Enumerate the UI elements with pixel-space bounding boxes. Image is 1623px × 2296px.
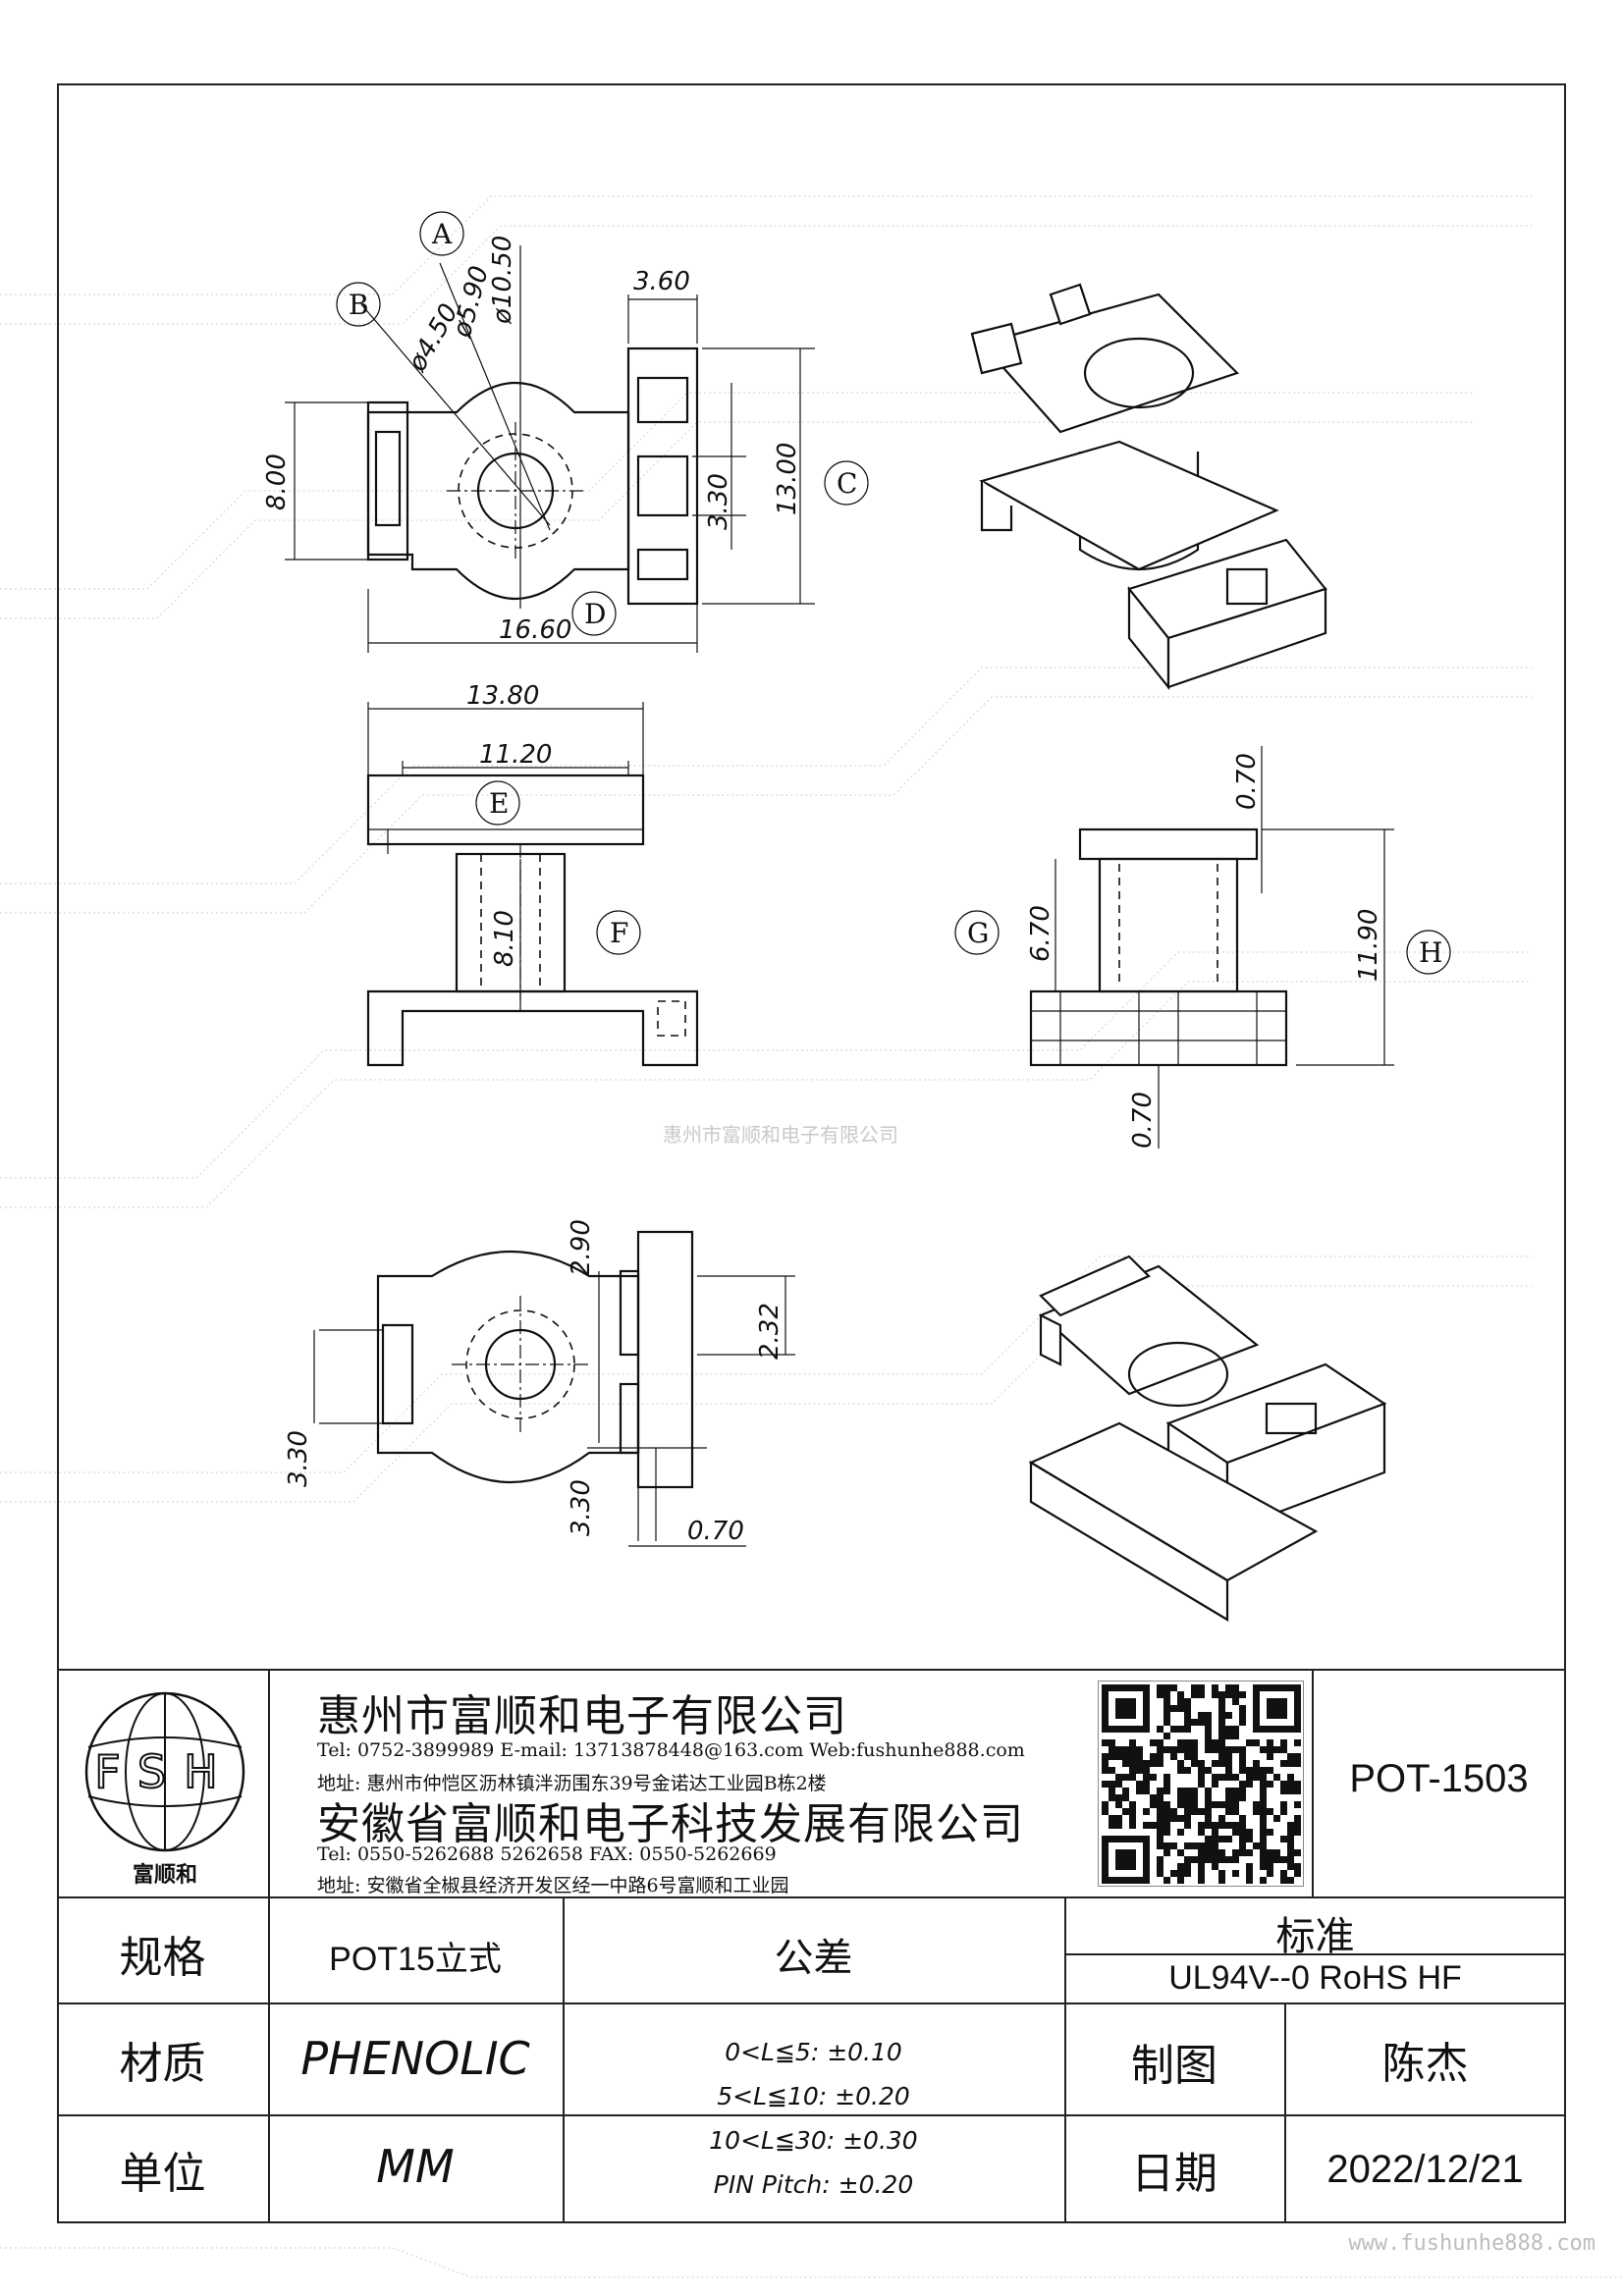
company-address-anhui: 地址: 安徽省全椒县经济开发区经一中路6号富顺和工业园 xyxy=(317,1875,789,1896)
tolerance-row: 10<L≦30: ±0.30 xyxy=(709,2126,918,2155)
svg-text:G: G xyxy=(967,917,989,949)
company-address-huizhou: 地址: 惠州市仲恺区沥林镇泮沥围东39号金诺达工业园B栋2楼 xyxy=(317,1773,827,1794)
tolerance-row: 0<L≦5: ±0.10 xyxy=(725,2038,902,2066)
dim-t070b: 0.70 xyxy=(1128,1092,1158,1148)
callout-a: A xyxy=(419,211,464,256)
dim-w1660: 16.60 xyxy=(499,615,571,645)
tolerance-row: 5<L≦10: ±0.20 xyxy=(717,2082,910,2110)
company-watermark: 惠州市富顺和电子有限公司 xyxy=(663,1123,898,1147)
date-value: 2022/12/21 xyxy=(1326,2148,1524,2191)
tolerance-list: 0<L≦5: ±0.10 5<L≦10: ±0.20 10<L≦30: ±0.3… xyxy=(563,2030,1064,2207)
callout-c: C xyxy=(824,460,869,506)
qr-code xyxy=(1098,1681,1304,1887)
dim-w1120: 11.20 xyxy=(479,740,552,770)
dim-h1190: 11.90 xyxy=(1354,909,1383,982)
top-view xyxy=(285,245,815,653)
tolerance-row: PIN Pitch: ±0.20 xyxy=(713,2170,914,2199)
dim-d450: ø4.50 xyxy=(403,299,464,378)
website-footer: www.fushunhe888.com xyxy=(1348,2231,1596,2256)
spec-value: POT15立式 xyxy=(329,1941,502,1978)
dim-h330a: 3.30 xyxy=(704,473,733,530)
drawn-by-label: 制图 xyxy=(1131,2041,1217,2091)
svg-text:E: E xyxy=(489,787,509,820)
company-name-anhui: 安徽省富顺和电子科技发展有限公司 xyxy=(317,1799,1024,1849)
spec-label: 规格 xyxy=(119,1933,206,1983)
callout-e: E xyxy=(475,780,520,826)
bottom-view xyxy=(313,1230,795,1547)
dim-h290: 2.90 xyxy=(567,1219,596,1276)
tolerance-label: 公差 xyxy=(774,1936,853,1981)
svg-text:F: F xyxy=(610,917,628,949)
callout-g: G xyxy=(954,910,1000,955)
svg-text:A: A xyxy=(431,218,453,250)
dim-h330c: 3.30 xyxy=(567,1479,596,1536)
svg-text:C: C xyxy=(837,467,857,500)
material-label: 材质 xyxy=(119,2039,206,2089)
dim-w070: 0.70 xyxy=(687,1517,744,1546)
side-view xyxy=(1029,746,1394,1148)
logo-text: FSH xyxy=(93,1744,236,1799)
company-logo: FSH 富顺和 xyxy=(67,1679,263,1890)
dim-w1380: 13.80 xyxy=(466,681,539,711)
callout-f: F xyxy=(596,910,641,955)
front-view xyxy=(366,702,699,1067)
standard-value: UL94V--0 RoHS HF xyxy=(1168,1959,1462,1997)
dim-t070a: 0.70 xyxy=(1232,753,1262,810)
logo-caption: 富顺和 xyxy=(132,1862,197,1888)
company-name-huizhou: 惠州市富顺和电子有限公司 xyxy=(317,1691,847,1741)
svg-text:B: B xyxy=(349,289,369,321)
svg-text:H: H xyxy=(1419,936,1442,969)
technical-drawing: ø10.50 ø5.90 ø4.50 3.60 8.00 3.30 13.00 … xyxy=(262,211,1451,1622)
title-block: FSH 富顺和 惠州市富顺和电子有限公司 Tel: 0752-3899989 E… xyxy=(57,1669,1566,2223)
material-value: PHENOLIC xyxy=(300,2032,530,2085)
company-contact-huizhou: Tel: 0752-3899989 E-mail: 13713878448@16… xyxy=(317,1739,1025,1761)
dim-w360: 3.60 xyxy=(633,267,690,296)
dim-h330b: 3.30 xyxy=(284,1430,313,1487)
standard-label: 标准 xyxy=(1275,1914,1355,1959)
dim-h670: 6.70 xyxy=(1026,905,1055,962)
drawn-by-value: 陈杰 xyxy=(1381,2039,1469,2089)
dim-h1300: 13.00 xyxy=(773,443,802,515)
svg-text:D: D xyxy=(584,598,606,630)
company-contact-anhui: Tel: 0550-5262688 5262658 FAX: 0550-5262… xyxy=(317,1843,777,1865)
part-number: POT-1503 xyxy=(1349,1757,1529,1800)
callout-h: H xyxy=(1406,930,1451,975)
dim-h232: 2.32 xyxy=(755,1303,784,1360)
isometric-view-top xyxy=(970,283,1327,691)
dim-h810: 8.10 xyxy=(490,910,519,967)
unit-label: 单位 xyxy=(119,2149,206,2199)
isometric-view-bottom xyxy=(1028,1255,1387,1622)
callout-b: B xyxy=(336,282,381,327)
dim-h800: 8.00 xyxy=(262,454,292,510)
dim-d1050: ø10.50 xyxy=(488,236,517,325)
callout-d: D xyxy=(571,591,617,636)
unit-value: MM xyxy=(376,2140,455,2193)
date-label: 日期 xyxy=(1131,2149,1217,2199)
